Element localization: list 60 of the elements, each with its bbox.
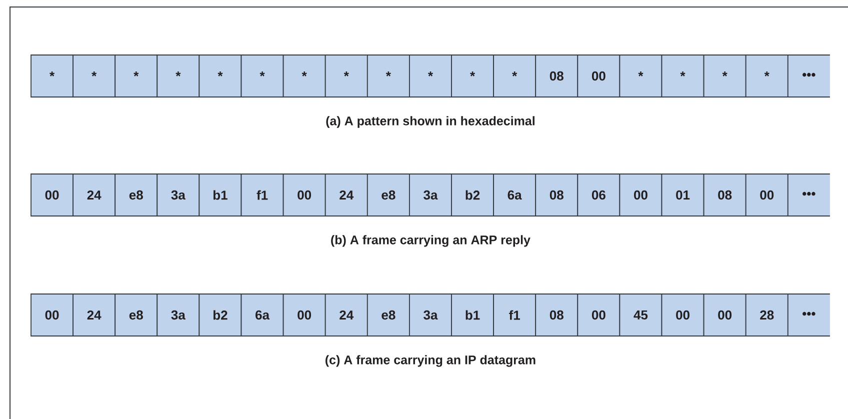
byte-cell: 00	[282, 294, 326, 336]
byte-cell: *	[156, 54, 200, 98]
byte-cell: 08	[703, 174, 746, 216]
byte-cell: e8	[114, 294, 158, 336]
byte-cell: •••	[787, 54, 830, 98]
byte-cell: 00	[619, 174, 662, 216]
caption: (a) A pattern shown in hexadecimal	[326, 116, 534, 128]
byte-cell: 00	[282, 174, 326, 216]
byte-cell: 24	[324, 174, 368, 216]
byte-cell: *	[619, 54, 662, 98]
byte-cell: 3a	[156, 294, 200, 336]
byte-cell: 01	[661, 174, 704, 216]
byte-cell: b2	[451, 174, 494, 216]
byte-cell: e8	[366, 174, 410, 216]
caption: (b) A frame carrying an ARP reply	[331, 235, 530, 247]
byte-cell: *	[493, 54, 536, 98]
byte-cell: e8	[366, 294, 410, 336]
byte-cell: *	[72, 54, 116, 98]
byte-cell: f1	[240, 174, 284, 216]
byte-cell: 24	[324, 294, 368, 336]
byte-cell: •••	[787, 294, 830, 336]
byte-cell: f1	[493, 294, 536, 336]
byte-cell: *	[240, 54, 284, 98]
byte-cell: 3a	[409, 294, 452, 336]
byte-cell: *	[409, 54, 452, 98]
byte-cell: 28	[745, 294, 788, 336]
byte-cell: *	[114, 54, 158, 98]
byte-cell: 24	[72, 294, 116, 336]
byte-cell: *	[324, 54, 368, 98]
byte-cell: *	[703, 54, 746, 98]
byte-cell: 00	[577, 294, 620, 336]
byte-cell: b1	[198, 174, 242, 216]
byte-cell: 45	[619, 294, 662, 336]
byte-cell: *	[366, 54, 410, 98]
byte-cell: •••	[787, 174, 830, 216]
byte-cell: 00	[30, 294, 74, 336]
byte-cell: *	[661, 54, 704, 98]
byte-cell: 24	[72, 174, 116, 216]
byte-cell: *	[282, 54, 326, 98]
byte-cell: *	[745, 54, 788, 98]
byte-cell: 00	[745, 174, 788, 216]
byte-cell: *	[451, 54, 494, 98]
byte-cell: 08	[535, 294, 578, 336]
byte-cell: e8	[114, 174, 158, 216]
byte-cell: 06	[577, 174, 620, 216]
byte-cell: b2	[198, 294, 242, 336]
byte-cell: 6a	[493, 174, 536, 216]
byte-cell: 00	[703, 294, 746, 336]
byte-cell: 3a	[156, 174, 200, 216]
byte-cell: 6a	[240, 294, 284, 336]
byte-cell: 00	[577, 54, 620, 98]
byte-cell: *	[198, 54, 242, 98]
byte-cell: 08	[535, 54, 578, 98]
byte-cell: b1	[451, 294, 494, 336]
byte-cell: 3a	[409, 174, 452, 216]
byte-cell: 08	[535, 174, 578, 216]
byte-cell: 00	[661, 294, 704, 336]
byte-cell: 00	[30, 174, 74, 216]
caption: (c) A frame carrying an IP datagram	[326, 355, 536, 367]
byte-cell: *	[30, 54, 74, 98]
